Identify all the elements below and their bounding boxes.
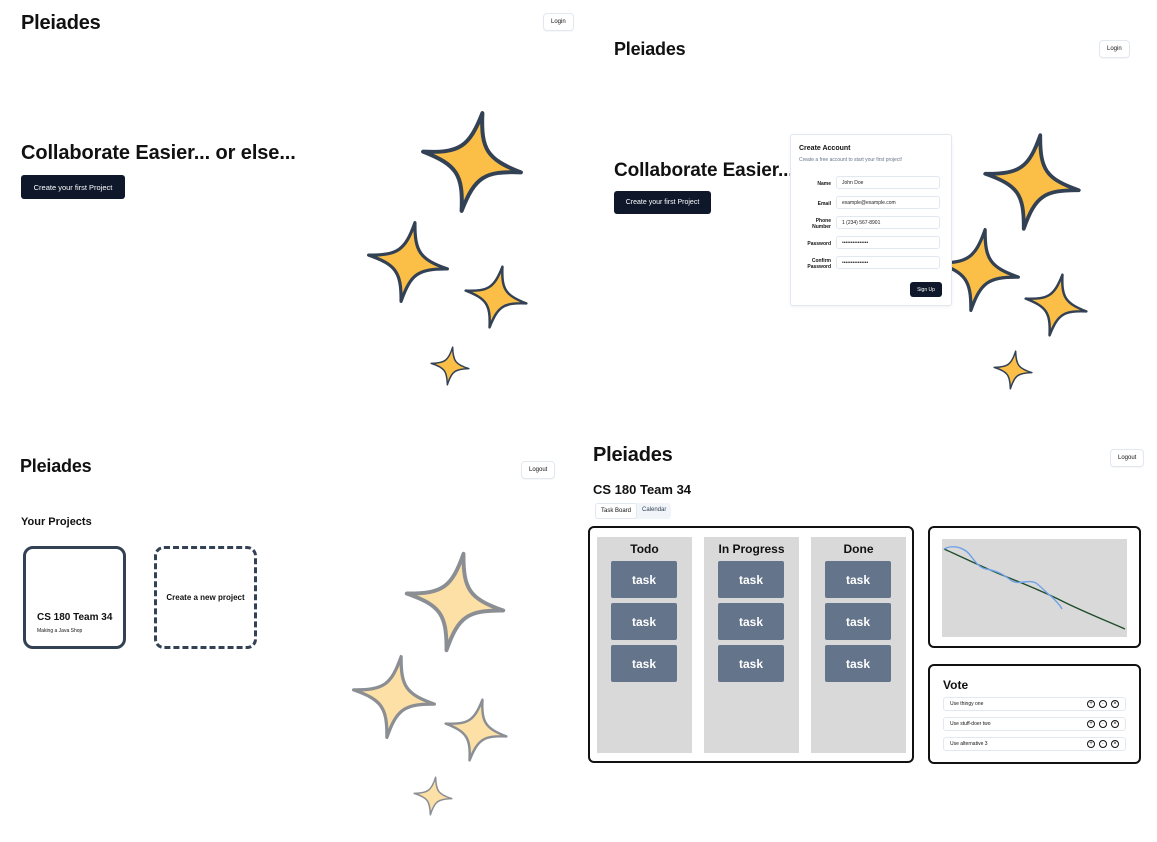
star-icon bbox=[940, 220, 1028, 320]
star-icon bbox=[360, 214, 456, 310]
upvote-icon[interactable]: + bbox=[1087, 720, 1095, 728]
task-card[interactable]: task bbox=[825, 603, 891, 640]
star-icon bbox=[975, 125, 1089, 239]
name-label: Name bbox=[817, 181, 831, 187]
task-card[interactable]: task bbox=[611, 645, 677, 682]
task-card[interactable]: task bbox=[611, 561, 677, 598]
hero-title: Collaborate Easier... bbox=[614, 160, 794, 181]
signup-subtitle: Create a free account to start your firs… bbox=[799, 157, 903, 163]
star-icon bbox=[457, 258, 535, 336]
neutral-icon[interactable]: · bbox=[1099, 740, 1107, 748]
brand-logo[interactable]: Pleiades bbox=[614, 39, 686, 59]
column-title: In Progress bbox=[718, 542, 785, 556]
vote-option: Use stuff-doer two + · × bbox=[943, 717, 1126, 731]
vote-option-label: Use thingy one bbox=[950, 701, 984, 707]
new-project-label: Create a new project bbox=[166, 593, 245, 602]
logout-button[interactable]: Logout bbox=[1110, 449, 1145, 467]
signup-title: Create Account bbox=[799, 145, 851, 152]
star-icon bbox=[437, 691, 515, 769]
tab-calendar[interactable]: Calendar bbox=[642, 507, 667, 513]
name-field[interactable]: John Doe bbox=[836, 176, 940, 189]
star-icon bbox=[344, 647, 444, 747]
password-label: Password bbox=[807, 241, 831, 247]
whiteboard-panel bbox=[928, 526, 1141, 648]
whiteboard-canvas[interactable] bbox=[942, 539, 1127, 637]
vote-option-label: Use stuff-doer two bbox=[950, 721, 991, 727]
task-board-panel: Todo task task task In Progress task tas… bbox=[588, 526, 914, 763]
downvote-icon[interactable]: × bbox=[1111, 740, 1119, 748]
task-card[interactable]: task bbox=[611, 603, 677, 640]
sign-up-button[interactable]: Sign Up bbox=[910, 282, 942, 297]
confirm-password-field[interactable]: ••••••••••••••• bbox=[836, 256, 940, 269]
downvote-icon[interactable]: × bbox=[1111, 720, 1119, 728]
drawing-stroke bbox=[943, 548, 1126, 630]
star-icon bbox=[410, 100, 534, 224]
task-card[interactable]: task bbox=[718, 645, 784, 682]
task-card[interactable]: task bbox=[825, 645, 891, 682]
task-card[interactable]: task bbox=[825, 561, 891, 598]
task-card[interactable]: task bbox=[718, 603, 784, 640]
brand-logo[interactable]: Pleiades bbox=[20, 456, 92, 476]
stars-illustration bbox=[344, 543, 515, 819]
email-field[interactable]: example@example.com bbox=[836, 196, 940, 209]
neutral-icon[interactable]: · bbox=[1099, 720, 1107, 728]
project-title: CS 180 Team 34 bbox=[593, 482, 692, 497]
email-label: Email bbox=[817, 201, 831, 207]
vote-option: Use alternative 3 + · × bbox=[943, 737, 1126, 751]
star-icon bbox=[990, 347, 1036, 393]
brand-logo[interactable]: Pleiades bbox=[21, 12, 101, 34]
tab-task-board[interactable]: Task Board bbox=[595, 503, 638, 519]
login-button[interactable]: Login bbox=[543, 13, 574, 31]
vote-option-label: Use alternative 3 bbox=[950, 741, 988, 747]
column-title: Todo bbox=[630, 542, 659, 556]
logout-button[interactable]: Logout bbox=[521, 461, 556, 479]
upvote-icon[interactable]: + bbox=[1087, 700, 1095, 708]
column-title: Done bbox=[843, 542, 874, 556]
confirm-password-label: Confirm Password bbox=[807, 258, 831, 270]
section-title: Your Projects bbox=[21, 516, 92, 528]
phone-label: Phone Number bbox=[812, 218, 831, 230]
star-icon bbox=[396, 543, 514, 661]
column-todo: Todo task task task bbox=[597, 537, 692, 753]
vote-title: Vote bbox=[943, 678, 969, 692]
password-field[interactable]: ••••••••••••••• bbox=[836, 236, 940, 249]
star-icon bbox=[410, 773, 456, 819]
column-done: Done task task task bbox=[811, 537, 906, 753]
vote-option: Use thingy one + · × bbox=[943, 697, 1126, 711]
task-card[interactable]: task bbox=[718, 561, 784, 598]
neutral-icon[interactable]: · bbox=[1099, 700, 1107, 708]
stars-illustration bbox=[940, 125, 1095, 393]
create-first-project-button[interactable]: Create your first Project bbox=[614, 191, 711, 214]
brand-logo[interactable]: Pleiades bbox=[593, 444, 673, 466]
login-button[interactable]: Login bbox=[1099, 40, 1130, 58]
star-icon bbox=[427, 343, 473, 389]
upvote-icon[interactable]: + bbox=[1087, 740, 1095, 748]
create-first-project-button[interactable]: Create your first Project bbox=[21, 175, 125, 199]
project-card[interactable]: CS 180 Team 34 Making a Java Shop bbox=[23, 546, 126, 649]
star-icon bbox=[1017, 266, 1095, 344]
signup-card: Create Account Create a free account to … bbox=[790, 134, 952, 306]
stars-illustration bbox=[360, 100, 535, 389]
column-in-progress: In Progress task task task bbox=[704, 537, 799, 753]
tab-bar: Task Board Calendar bbox=[595, 503, 672, 519]
project-description: Making a Java Shop bbox=[37, 628, 83, 634]
new-project-card[interactable]: Create a new project bbox=[154, 546, 257, 649]
downvote-icon[interactable]: × bbox=[1111, 700, 1119, 708]
hero-title: Collaborate Easier... or else... bbox=[21, 142, 296, 164]
vote-panel: Vote Use thingy one + · × Use stuff-doer… bbox=[928, 664, 1141, 764]
project-name: CS 180 Team 34 bbox=[37, 612, 113, 623]
drawing-stroke bbox=[943, 546, 1063, 610]
phone-field[interactable]: 1 (234) 567-8901 bbox=[836, 216, 940, 229]
